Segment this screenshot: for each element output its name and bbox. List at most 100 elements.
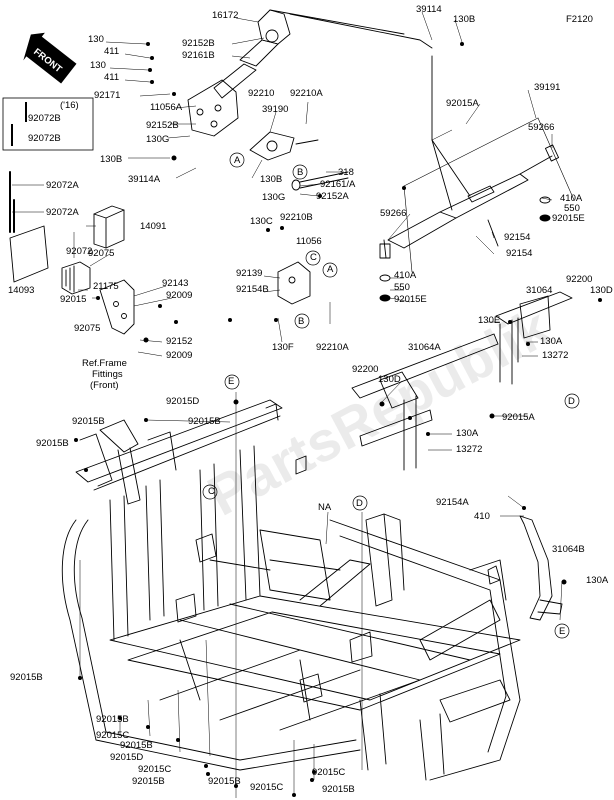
part-number-label: 92200 [352,364,378,375]
part-number-label: 31064B [552,544,585,555]
part-number-label: 92154B [236,284,269,295]
washer-set [379,196,551,302]
front-arrow-icon: FRONT [23,32,77,84]
part-number-label: 92015B [120,740,153,751]
part-number-label: F2120 [566,14,593,25]
part-number-label: 130D [378,374,401,385]
part-number-label: 410 [474,511,490,522]
circle-ref-label: B [297,167,303,178]
circle-ref-label: B [298,316,304,327]
part-number-label: 92015 [60,294,86,305]
part-number-label: 39114A [128,174,161,185]
part-number-label: 92015B [96,714,129,725]
part-number-label: 92072B [28,133,61,144]
part-number-label: NA [318,502,332,513]
part-number-label: 92075 [74,323,100,334]
part-number-label: 130E [478,315,500,326]
part-number-label: 130B [260,174,282,185]
part-number-label: 13272 [456,444,482,455]
part-number-label: 92015A [446,98,479,109]
part-number-label: 411 [104,72,119,83]
part-number-label: 550 [564,203,580,214]
part-number-label: 59266 [528,122,554,133]
part-number-label: 92152B [182,38,215,49]
relay-block [61,261,91,295]
part-number-label: 92154 [504,232,530,243]
part-number-label: 550 [394,282,410,293]
part-number-label: 92210B [280,212,313,223]
part-number-label: 92139 [236,268,262,279]
part-number-label: 130A [456,428,479,439]
part-number-label: 318 [338,167,354,178]
circle-ref-label: A [234,155,241,166]
part-number-label: 16172 [212,10,238,21]
cross-member-31064A [351,333,499,471]
part-number-label: 92154 [506,248,532,259]
circle-ref-label: C [208,486,215,497]
part-number-label: 130A [586,575,609,586]
universal-joint [249,131,319,161]
ref-note-line1: Ref.Frame [82,358,127,369]
part-number-label: 39190 [262,104,288,115]
circle-refs [202,152,580,639]
part-number-label: 92072B [28,113,61,124]
circle-ref-label: C [310,252,317,263]
part-number-label: 92015B [322,784,355,795]
part-number-label: 130D [590,285,613,296]
part-number-label: 11056A [150,102,183,113]
part-number-label: 130F [272,342,294,353]
year-variant-box [2,97,94,151]
part-number-label: 92015B [188,416,221,427]
circle-ref-label: E [228,376,234,387]
middle-bracket [277,261,311,305]
part-number-label: 13272 [542,350,568,361]
part-number-label: 59266 [380,208,406,219]
part-number-label: 130C [250,216,273,227]
part-number-label: 92015C [250,782,283,793]
circle-ref-label: A [327,264,334,275]
steering-rack-assembly [379,55,560,259]
leader-lines [12,11,563,798]
part-number-label: 92015D [110,752,143,763]
part-number-label: 130G [262,192,285,203]
ref-note-line2: Fittings [92,369,123,380]
part-number-label: 14091 [140,221,166,232]
part-number-label: 11056 [296,236,322,247]
circle-ref-label: D [356,498,363,509]
part-number-label: 92015C [96,730,129,741]
part-number-label: 92015B [132,776,165,787]
front-fitting-bracket [99,279,135,335]
part-number-label: 21175 [93,281,119,292]
part-number-label: 410A [560,193,583,204]
part-number-label: 130 [90,60,106,71]
part-number-label: 130A [540,336,563,347]
part-number-label: 411 [104,46,119,57]
part-number-label: 92200 [566,274,592,285]
part-number-label: 92152A [316,191,349,202]
part-number-label: 92015A [502,412,535,423]
part-number-label: 410A [394,270,417,281]
main-frame [61,399,521,781]
part-number-label: 92009 [166,290,192,301]
part-number-label: 92015E [394,294,427,305]
part-number-label: 39114 [416,4,442,15]
steering-mount-bracket [187,79,239,137]
part-number-label: 14093 [8,285,34,296]
part-number-label: 92072A [46,180,79,191]
part-number-label: 39191 [534,82,560,93]
part-number-label: 92072 [66,246,92,257]
bracket-31064B [519,515,563,621]
part-number-label: 92152B [146,120,179,131]
part-number-label: 92015B [208,776,241,787]
part-number-label: 130 [88,34,104,45]
part-number-label: 92154A [436,497,469,508]
part-number-label: 92161/A [320,179,356,190]
cross-member-31064 [495,291,573,385]
part-number-label: 130B [453,14,475,25]
part-number-label: 92143 [162,278,188,289]
part-number-label: 92015B [36,438,69,449]
circle-ref-label: D [568,396,575,407]
part-number-label: 92009 [166,350,192,361]
part-number-label: 92015E [552,213,585,224]
